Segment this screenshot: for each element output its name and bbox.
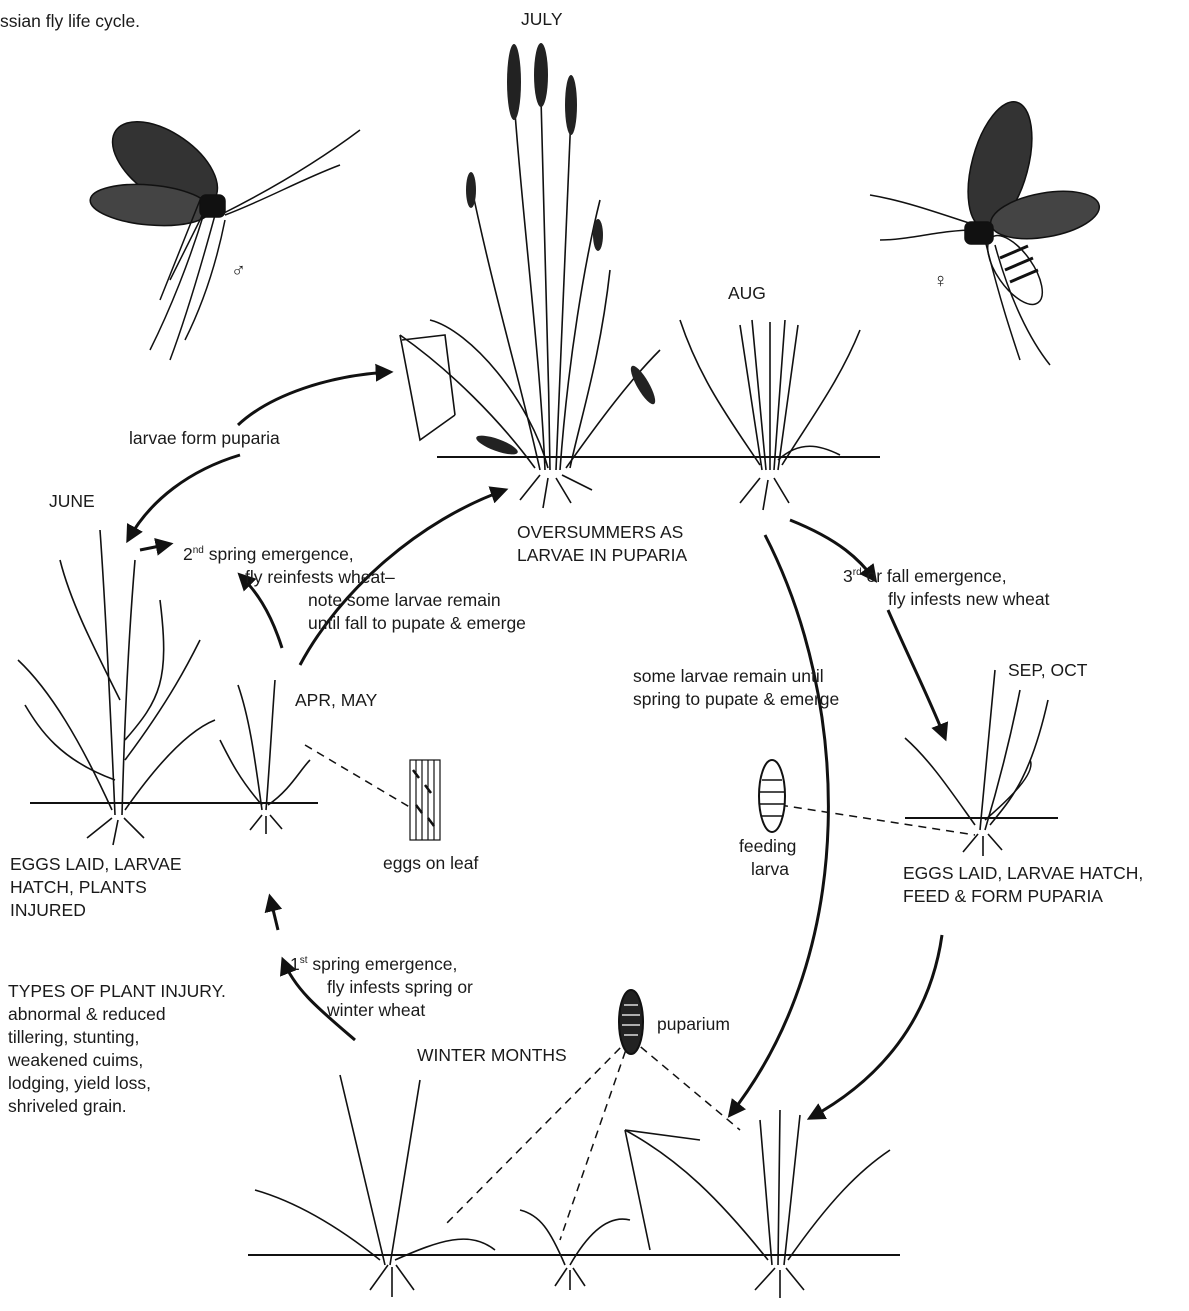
injury-line: shriveled grain. <box>8 1095 127 1117</box>
label-eggs-fall-1: EGGS LAID, LARVAE HATCH, <box>903 862 1143 884</box>
month-aug: AUG <box>728 282 766 304</box>
label-eggs-fall-2: FEED & FORM PUPARIA <box>903 885 1103 907</box>
label-eggs-on-leaf: eggs on leaf <box>383 852 478 874</box>
label-oversummers-1: OVERSUMMERS AS <box>517 521 683 543</box>
label-second-emergence-2: fly reinfests wheat– <box>245 566 395 588</box>
label-eggs-june-2: HATCH, PLANTS <box>10 876 147 898</box>
label-larva: larva <box>751 858 789 880</box>
label-feeding: feeding <box>739 835 796 857</box>
label-first-emergence-3: winter wheat <box>327 999 425 1021</box>
label-third-emergence-2: fly infests new wheat <box>888 588 1049 610</box>
injury-line: tillering, stunting, <box>8 1026 139 1048</box>
injury-line: weakened cuims, <box>8 1049 143 1071</box>
winter-plants <box>255 1075 890 1298</box>
injury-line: lodging, yield loss, <box>8 1072 151 1094</box>
feeding-larva-icon <box>759 760 785 832</box>
label-third-emergence: 3rd or fall emergence, <box>843 565 1007 587</box>
label-second-emergence-3: note some larvae remain <box>308 589 501 611</box>
aug-plant <box>680 320 860 510</box>
female-symbol: ♀ <box>933 270 948 292</box>
label-oversummers-2: LARVAE IN PUPARIA <box>517 544 687 566</box>
june-plant <box>18 530 215 845</box>
male-symbol: ♂ <box>231 260 246 282</box>
male-fly <box>88 104 360 360</box>
label-puparium: puparium <box>657 1013 730 1035</box>
puparium-icon <box>619 990 643 1054</box>
label-eggs-june-3: INJURED <box>10 899 86 921</box>
injury-line: abnormal & reduced <box>8 1003 166 1025</box>
label-second-emergence: 2nd spring emergence, <box>183 543 354 565</box>
injury-title: TYPES OF PLANT INJURY. <box>8 980 226 1002</box>
label-eggs-june-1: EGGS LAID, LARVAE <box>10 853 182 875</box>
month-apr-may: APR, MAY <box>295 689 377 711</box>
july-plant <box>400 43 660 508</box>
month-june: JUNE <box>49 490 95 512</box>
label-second-emergence-4: until fall to pupate & emerge <box>308 612 526 634</box>
month-july: JULY <box>521 8 563 30</box>
month-sep-oct: SEP, OCT <box>1008 659 1087 681</box>
label-larvae-form-puparia: larvae form puparia <box>129 427 280 449</box>
eggs-closeup <box>410 760 440 840</box>
label-remain-1: some larvae remain until <box>633 665 824 687</box>
figure-caption: ssian fly life cycle. <box>0 10 140 32</box>
cycle-arrows <box>128 372 945 1118</box>
female-fly <box>870 95 1103 365</box>
label-first-emergence: 1st spring emergence, <box>290 953 457 975</box>
month-winter: WINTER MONTHS <box>417 1044 567 1066</box>
label-first-emergence-2: fly infests spring or <box>327 976 473 998</box>
label-remain-2: spring to pupate & emerge <box>633 688 839 710</box>
